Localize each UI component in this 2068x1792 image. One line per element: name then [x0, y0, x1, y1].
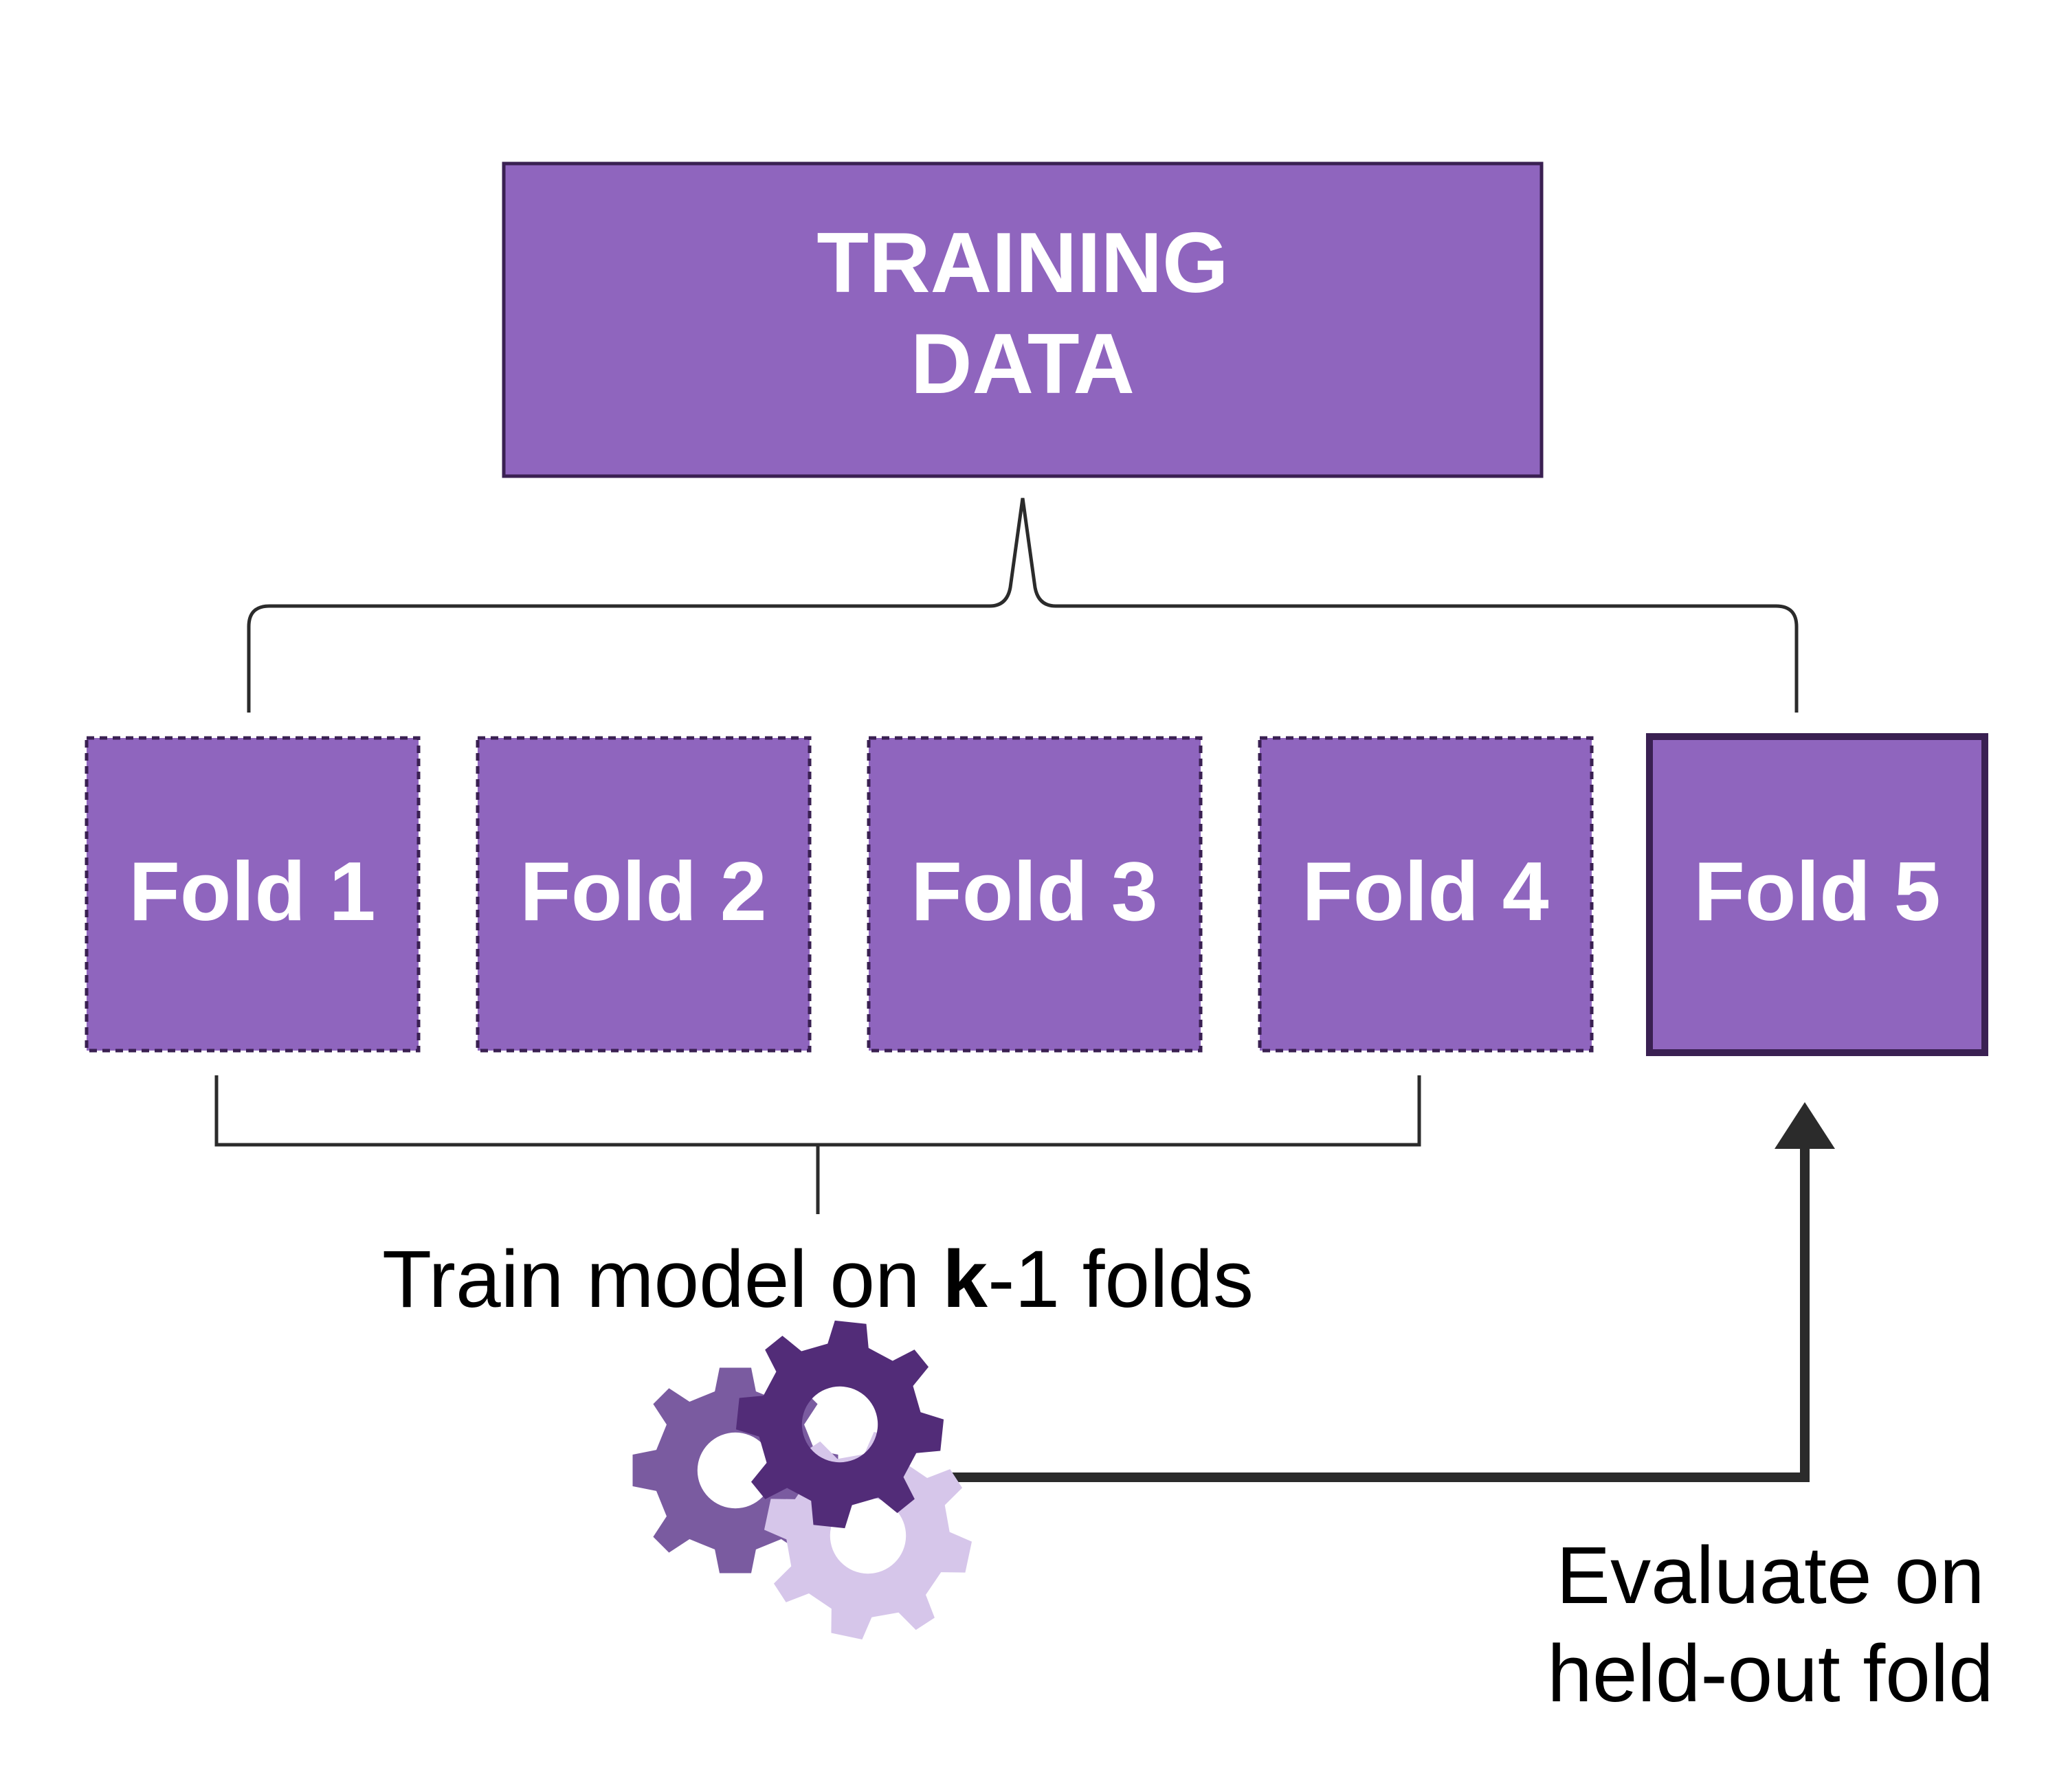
training-data-box-rect: [502, 161, 1544, 478]
fold-2-box: Fold 2: [476, 736, 812, 1053]
split-brace: [247, 497, 1799, 713]
train-caption-before: Train model on: [382, 1234, 942, 1325]
gears-icon: [632, 1311, 990, 1658]
train-caption: Train model on k-1 folds: [382, 1234, 1254, 1325]
fold-5-box: Fold 5: [1646, 733, 1988, 1056]
fold-3-box: Fold 3: [867, 736, 1203, 1053]
evaluate-arrow-line: [948, 1146, 1810, 1482]
fold-4-label: Fold 4: [1302, 844, 1548, 938]
training-data-box: TRAINING DATA: [502, 161, 1544, 478]
fold-5-rect: [1646, 733, 1988, 1056]
training-data-title-line2: DATA: [911, 317, 1135, 412]
fold-1-rect: [85, 736, 421, 1053]
fold-2-label: Fold 2: [520, 844, 766, 938]
fold-4-box: Fold 4: [1258, 736, 1594, 1053]
training-data-title-line1: TRAINING: [816, 216, 1228, 311]
fold-2-rect: [476, 736, 812, 1053]
fold-1-box: Fold 1: [85, 736, 421, 1053]
evaluate-caption-line1: Evaluate on: [1556, 1530, 1984, 1621]
fold-3-rect: [867, 736, 1203, 1053]
fold-4-rect: [1258, 736, 1594, 1053]
arrow-up-icon: [1775, 1102, 1835, 1149]
fold-5-label: Fold 5: [1693, 844, 1940, 938]
fold-1-label: Fold 1: [129, 844, 375, 938]
train-caption-after: -1 folds: [988, 1234, 1254, 1325]
train-caption-k: k: [942, 1234, 988, 1325]
evaluate-caption-line2: held-out fold: [1547, 1628, 1993, 1719]
fold-3-label: Fold 3: [911, 844, 1157, 938]
train-folds-bracket: [214, 1075, 1421, 1214]
